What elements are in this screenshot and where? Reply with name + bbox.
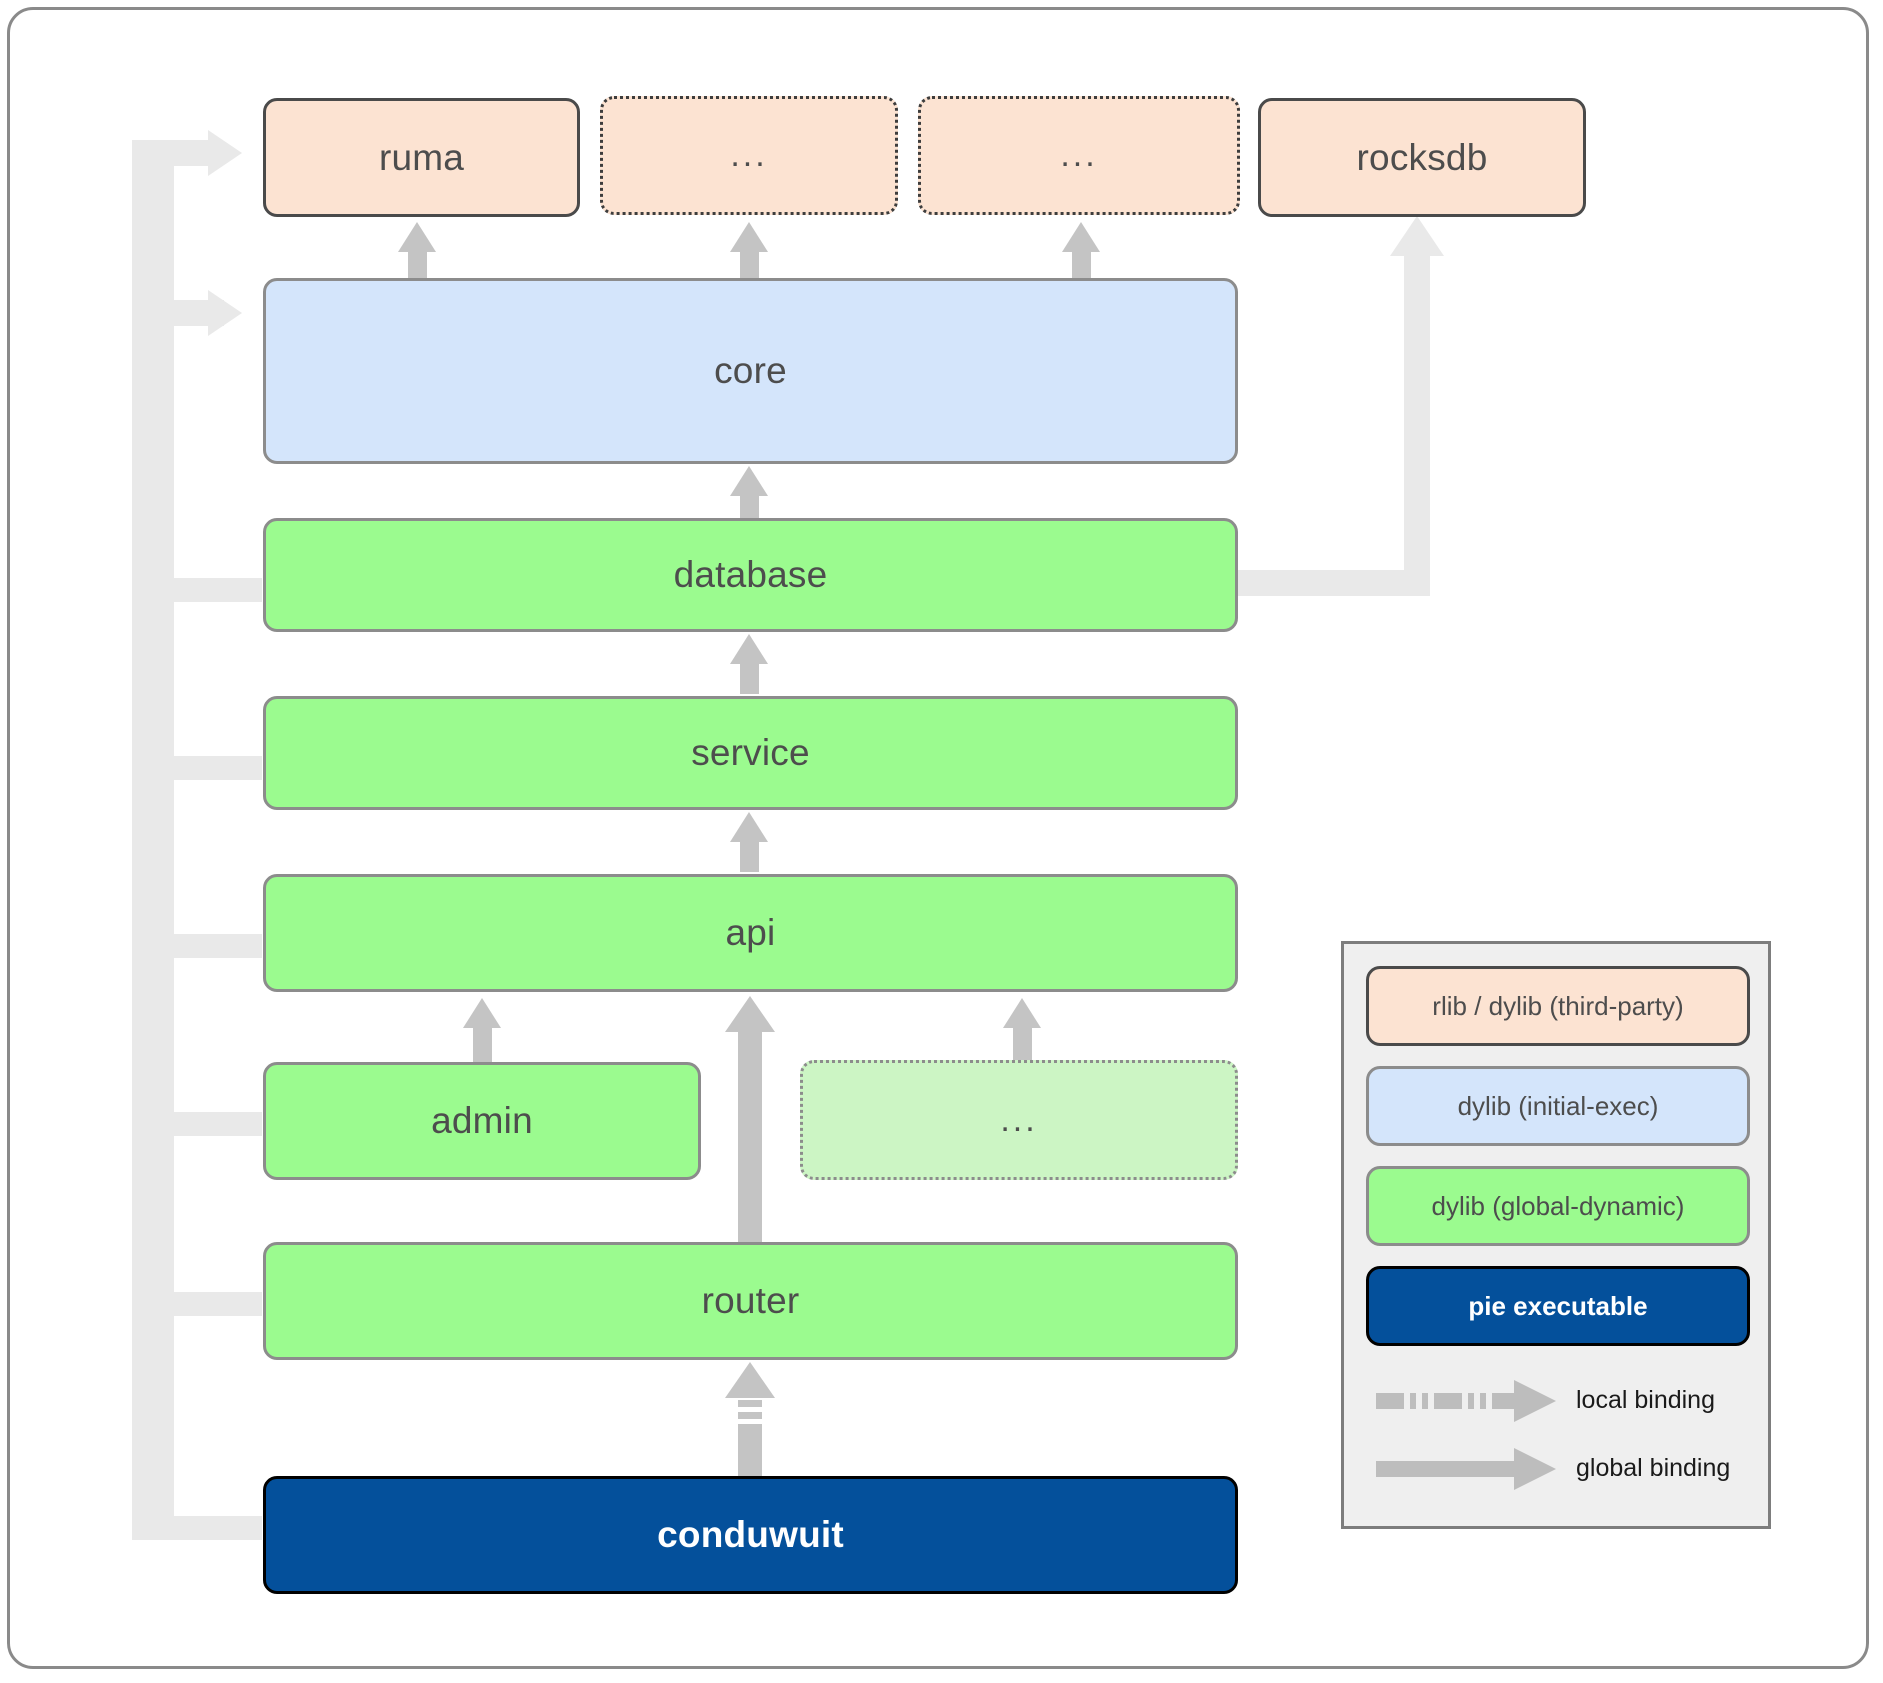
legend-row-global-binding: global binding	[1366, 1440, 1754, 1496]
admin-api-arrow-head	[463, 998, 501, 1028]
legend-swatch-global-dynamic: dylib (global-dynamic)	[1366, 1166, 1750, 1246]
left-bus-stub-router	[150, 1292, 262, 1316]
node-top-placeholder-1[interactable]: ...	[600, 96, 898, 215]
legend-swatch-third-party-label: rlib / dylib (third-party)	[1432, 990, 1684, 1021]
node-top-placeholder-2[interactable]: ...	[918, 96, 1240, 215]
legend-swatch-pie-executable: pie executable	[1366, 1266, 1750, 1346]
left-bus-stub-service	[150, 756, 262, 780]
conduwuit-router-dash-1	[738, 1400, 762, 1407]
node-core-label: core	[714, 350, 787, 391]
node-api-label: api	[725, 912, 776, 953]
conduwuit-router-arrow-head	[725, 1362, 775, 1398]
node-rocksdb[interactable]: rocksdb	[1258, 98, 1586, 217]
database-rocksdb-arrowhead	[1390, 216, 1444, 256]
database-core-arrow-body	[740, 492, 759, 524]
left-bus-stub-api	[150, 934, 262, 958]
node-conduwuit-label: conduwuit	[657, 1514, 844, 1555]
left-bus-stub-admin	[150, 1112, 262, 1136]
node-database-label: database	[673, 554, 828, 595]
node-conduwuit[interactable]: conduwuit	[263, 1476, 1238, 1594]
legend-panel: rlib / dylib (third-party) dylib (initia…	[1341, 941, 1771, 1529]
legend-global-binding-label: global binding	[1576, 1453, 1731, 1482]
legend-local-binding-label: local binding	[1576, 1385, 1715, 1414]
global-binding-arrow-icon	[1376, 1448, 1556, 1490]
left-bus-riser	[150, 140, 174, 1540]
legend-swatch-third-party: rlib / dylib (third-party)	[1366, 966, 1750, 1046]
legend-swatch-initial-exec-label: dylib (initial-exec)	[1457, 1090, 1659, 1121]
node-rocksdb-label: rocksdb	[1356, 136, 1488, 178]
router-api-arrow-body	[738, 1028, 762, 1244]
api-placeholder-arrow-head	[1003, 998, 1041, 1028]
core-ruma-arrow-head	[398, 222, 436, 252]
node-database[interactable]: database	[263, 518, 1238, 632]
node-service-label: service	[691, 732, 810, 773]
node-ruma-label: ruma	[378, 136, 465, 178]
node-api[interactable]: api	[263, 874, 1238, 992]
core-placeholder2-arrow-head	[1062, 222, 1100, 252]
api-service-arrow-head	[730, 812, 768, 842]
left-bus-stub-conduwuit	[132, 1516, 262, 1540]
admin-api-arrow-body	[473, 1024, 492, 1062]
left-bus-arrow-ruma	[208, 130, 242, 176]
conduwuit-router-dash-3	[738, 1424, 762, 1476]
conduwuit-router-dash-2	[738, 1412, 762, 1419]
node-ruma[interactable]: ruma	[263, 98, 580, 217]
api-service-arrow-body	[740, 838, 759, 872]
node-router[interactable]: router	[263, 1242, 1238, 1360]
left-bus-arrow-core	[208, 290, 242, 336]
node-admin-label: admin	[431, 1100, 533, 1141]
legend-swatch-global-dynamic-label: dylib (global-dynamic)	[1431, 1190, 1685, 1221]
core-placeholder1-arrow-head	[730, 222, 768, 252]
local-binding-arrow-icon	[1376, 1380, 1556, 1422]
node-top-placeholder-2-label: ...	[1060, 136, 1098, 174]
database-core-arrow-head	[730, 466, 768, 496]
service-database-arrow-body	[740, 660, 759, 694]
left-bus-stub-database	[150, 578, 262, 602]
service-database-arrow-head	[730, 634, 768, 664]
api-placeholder-arrow-body	[1013, 1024, 1032, 1062]
node-core[interactable]: core	[263, 278, 1238, 464]
database-rocksdb-horizontal	[1238, 570, 1430, 596]
legend-swatch-initial-exec: dylib (initial-exec)	[1366, 1066, 1750, 1146]
node-api-placeholder[interactable]: ...	[800, 1060, 1238, 1180]
node-service[interactable]: service	[263, 696, 1238, 810]
legend-row-local-binding: local binding	[1366, 1372, 1754, 1428]
node-api-placeholder-label: ...	[1000, 1100, 1038, 1139]
database-rocksdb-vertical	[1404, 250, 1430, 596]
node-admin[interactable]: admin	[263, 1062, 701, 1180]
left-bus-branch-ruma	[132, 140, 222, 166]
legend-swatch-pie-executable-label: pie executable	[1468, 1290, 1648, 1321]
node-top-placeholder-1-label: ...	[730, 136, 768, 174]
node-router-label: router	[701, 1280, 800, 1321]
router-api-arrow-head	[725, 996, 775, 1032]
